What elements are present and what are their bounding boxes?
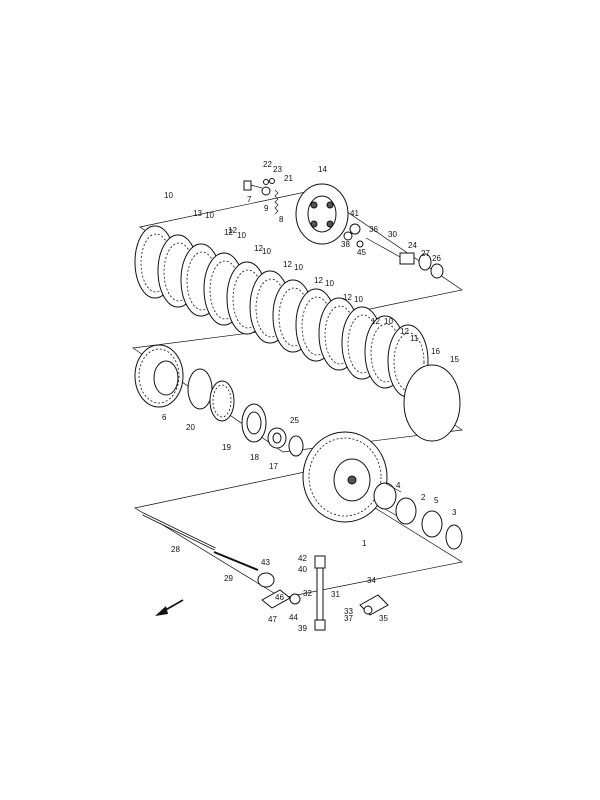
part-label: 7: [247, 195, 252, 204]
part-label: 12: [314, 276, 323, 285]
part-label: 18: [250, 453, 259, 462]
part-number-labels: 1 2 3 4 5 6 7 8 9 10 11 12 13 14 15 16 1…: [162, 160, 459, 633]
part-label: 34: [367, 576, 376, 585]
part-label: 30: [388, 230, 397, 239]
part-label: 10: [205, 211, 214, 220]
clutch-sleeve-hub: [134, 344, 184, 408]
part-label: 12: [371, 317, 380, 326]
part-label: 38: [341, 240, 350, 249]
part-label: 13: [193, 209, 202, 218]
part-label: 3: [452, 508, 457, 517]
part-label: 20: [186, 423, 195, 432]
clutch-ring: [403, 364, 461, 442]
part-label: 6: [162, 413, 167, 422]
part-label: 39: [298, 624, 307, 633]
part-label: 37: [344, 614, 353, 623]
part-label: 29: [224, 574, 233, 583]
part-label: 47: [268, 615, 277, 624]
part-label: 36: [369, 225, 378, 234]
bolt-7: [243, 180, 263, 191]
part-label: 14: [318, 165, 327, 174]
part-label: 22: [263, 160, 272, 169]
part-label: 12: [228, 226, 237, 235]
release-lever-34: [359, 594, 389, 616]
part-label: 2: [421, 493, 426, 502]
part-label: 10: [262, 247, 271, 256]
washer-23: [269, 178, 275, 184]
part-label: 10: [325, 279, 334, 288]
panel-push-rod: [134, 469, 463, 599]
part-label: 31: [331, 590, 340, 599]
part-label: 42: [298, 554, 307, 563]
part-label: 21: [284, 174, 293, 183]
part-label: 41: [350, 209, 359, 218]
spring-washer-set: [187, 368, 267, 443]
part-label: 10: [384, 317, 393, 326]
primary-driven-gear-assy: [302, 431, 388, 523]
part-label: 28: [171, 545, 180, 554]
release-shaft-31: [314, 555, 326, 631]
part-label: 45: [357, 248, 366, 257]
part-label: 11: [410, 334, 419, 343]
part-label: 1: [362, 539, 367, 548]
push-rod-28: [142, 512, 216, 551]
plate-22: [263, 179, 269, 185]
clutch-plate-stack: [134, 225, 461, 442]
push-rod-29: [213, 551, 259, 571]
part-label: 12: [400, 327, 409, 336]
part-label: 10: [294, 263, 303, 272]
washer-3: [445, 524, 463, 550]
pressure-plate: [295, 183, 349, 245]
part-label: 43: [261, 558, 270, 567]
part-label: 46: [275, 593, 284, 602]
part-label: 17: [269, 462, 278, 471]
arrow-down-left-icon: [155, 599, 184, 616]
part-label: 12: [343, 293, 352, 302]
bearing-2: [395, 497, 417, 525]
part-label: 12: [283, 260, 292, 269]
part-label: 4: [396, 481, 401, 490]
washer-9: [261, 186, 271, 196]
part-label: 9: [264, 204, 269, 213]
part-label: 44: [289, 613, 298, 622]
part-label: 40: [298, 565, 307, 574]
part-label: 27: [421, 249, 430, 258]
part-label: 8: [279, 215, 284, 224]
part-label: 15: [450, 355, 459, 364]
part-label: 19: [222, 443, 231, 452]
release-bearing-group: [343, 223, 444, 279]
part-label: 10: [354, 295, 363, 304]
part-label: 10: [164, 191, 173, 200]
part-label: 33: [344, 607, 353, 616]
part-label: 5: [434, 496, 439, 505]
part-label: 24: [408, 241, 417, 250]
bearing-5: [421, 510, 443, 538]
spring-8: [274, 189, 279, 215]
part-label: 12: [224, 228, 233, 237]
part-label: 23: [273, 165, 282, 174]
part-label: 25: [290, 416, 299, 425]
part-label: 10: [237, 231, 246, 240]
nut-17: [267, 427, 287, 449]
part-label: 26: [432, 254, 441, 263]
part-label: 12: [254, 244, 263, 253]
bracket-43-46-47: [257, 572, 301, 609]
washer-25: [288, 435, 304, 457]
part-label: 16: [431, 347, 440, 356]
part-label: 35: [379, 614, 388, 623]
part-label: 32: [303, 589, 312, 598]
plate-teeth: [393, 332, 425, 392]
